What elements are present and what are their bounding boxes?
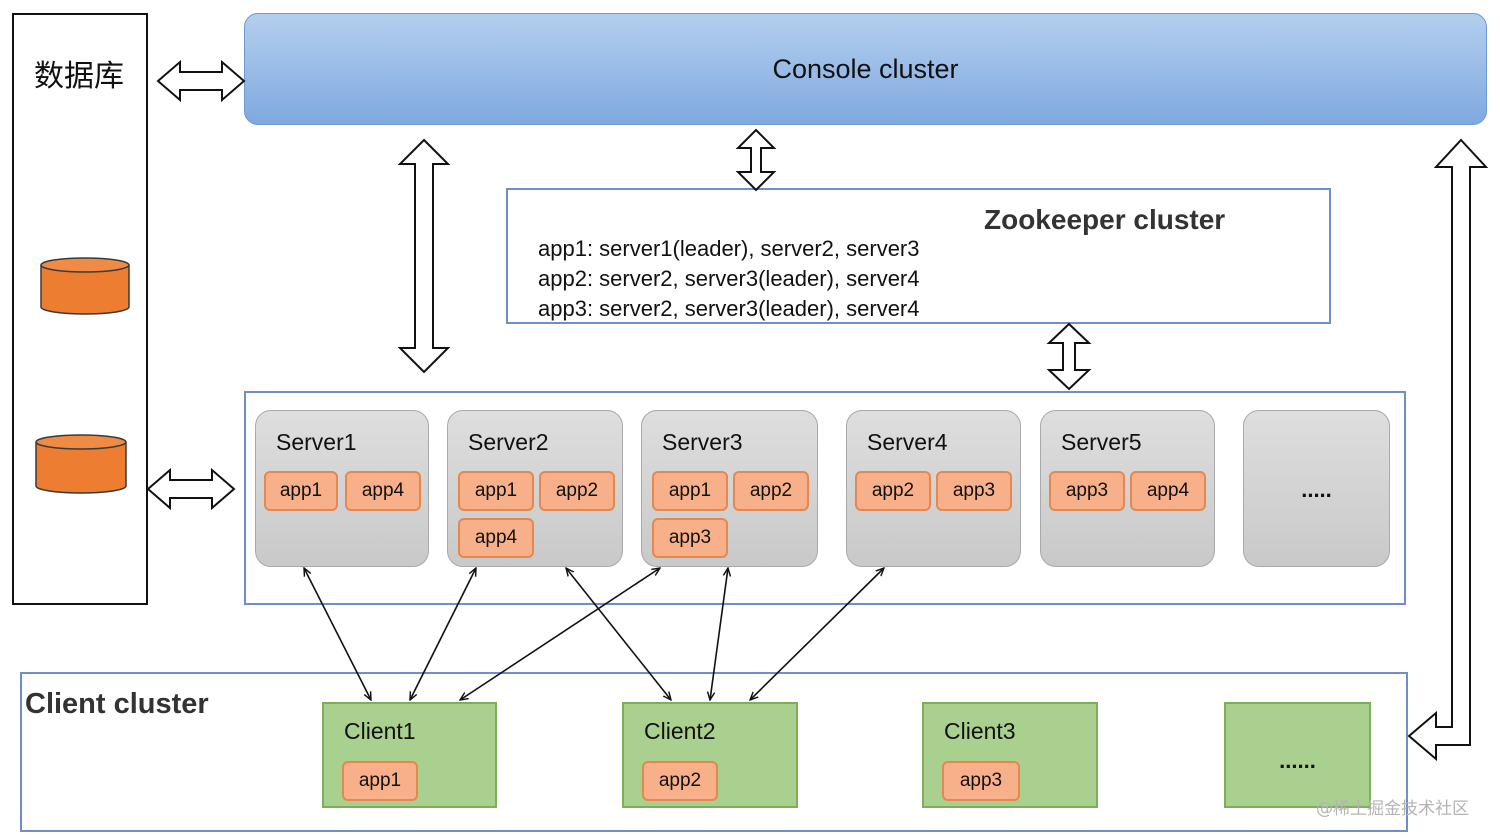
database-cylinder-icon — [35, 434, 127, 494]
app-chip: app3 — [652, 518, 728, 558]
server-name: Server3 — [662, 429, 743, 455]
client-name: Client3 — [944, 718, 1016, 744]
zookeeper-cluster: Zookeeper cluster app1: server1(leader),… — [506, 188, 1331, 324]
client-node-1: Client1 app1 — [322, 702, 497, 808]
db-servers-double-arrow-icon — [146, 467, 236, 511]
server-node-2: Server2 app1 app2 app4 — [447, 410, 623, 567]
zookeeper-assignments: app1: server1(leader), server2, server3 … — [538, 234, 920, 324]
connector-server2-client1 — [410, 568, 476, 700]
server-node-5: Server5 app3 app4 — [1040, 410, 1215, 567]
connector-server3-client1 — [460, 568, 660, 700]
console-servers-double-arrow-icon — [397, 138, 451, 374]
zookeeper-line: app3: server2, server3(leader), server4 — [538, 296, 920, 321]
server-node-more: ..... — [1243, 410, 1390, 567]
app-chip: app1 — [264, 471, 338, 511]
client-more-ellipsis: ...... — [1279, 748, 1316, 773]
app-chip: app2 — [855, 471, 931, 511]
client-node-2: Client2 app2 — [622, 702, 798, 808]
app-chip: app1 — [342, 761, 418, 801]
db-console-double-arrow-icon — [156, 59, 246, 103]
app-chip: app2 — [733, 471, 809, 511]
client-name: Client2 — [644, 718, 716, 744]
app-chip: app1 — [458, 471, 534, 511]
server-node-3: Server3 app1 app2 app3 — [641, 410, 818, 567]
console-zookeeper-double-arrow-icon — [735, 128, 777, 192]
server-node-1: Server1 app1 app4 — [255, 410, 429, 567]
connector-server2-client2 — [566, 568, 671, 700]
server-more-ellipsis: ..... — [1301, 477, 1332, 502]
connector-server3-client2 — [710, 568, 728, 700]
console-cluster: Console cluster — [244, 13, 1487, 125]
zookeeper-title: Zookeeper cluster — [984, 204, 1226, 235]
app-chip: app3 — [942, 761, 1020, 801]
console-clients-bent-arrow-icon — [1407, 138, 1489, 762]
connector-server4-client2 — [750, 568, 884, 700]
app-chip: app4 — [345, 471, 421, 511]
app-chip: app3 — [1049, 471, 1125, 511]
server-name: Server1 — [276, 429, 357, 455]
client-name: Client1 — [344, 718, 416, 744]
app-chip: app2 — [539, 471, 615, 511]
app-chip: app2 — [642, 761, 718, 801]
zookeeper-servers-double-arrow-icon — [1046, 322, 1092, 391]
database-cylinder-icon — [40, 257, 130, 315]
app-chip: app3 — [936, 471, 1012, 511]
console-cluster-label: Console cluster — [772, 53, 959, 84]
client-node-more: ...... — [1224, 702, 1371, 808]
server-name: Server2 — [468, 429, 549, 455]
server-node-4: Server4 app2 app3 — [846, 410, 1021, 567]
zookeeper-line: app2: server2, server3(leader), server4 — [538, 266, 920, 291]
app-chip: app4 — [1130, 471, 1206, 511]
server-name: Server4 — [867, 429, 948, 455]
server-name: Server5 — [1061, 429, 1142, 455]
database-title: 数据库 — [34, 59, 124, 94]
connector-server1-client1 — [304, 568, 371, 700]
app-chip: app1 — [652, 471, 728, 511]
client-node-3: Client3 app3 — [922, 702, 1098, 808]
zookeeper-line: app1: server1(leader), server2, server3 — [538, 236, 920, 261]
client-cluster-title: Client cluster — [25, 688, 209, 720]
app-chip: app4 — [458, 518, 534, 558]
watermark: @稀土掘金技术社区 — [1316, 799, 1469, 819]
